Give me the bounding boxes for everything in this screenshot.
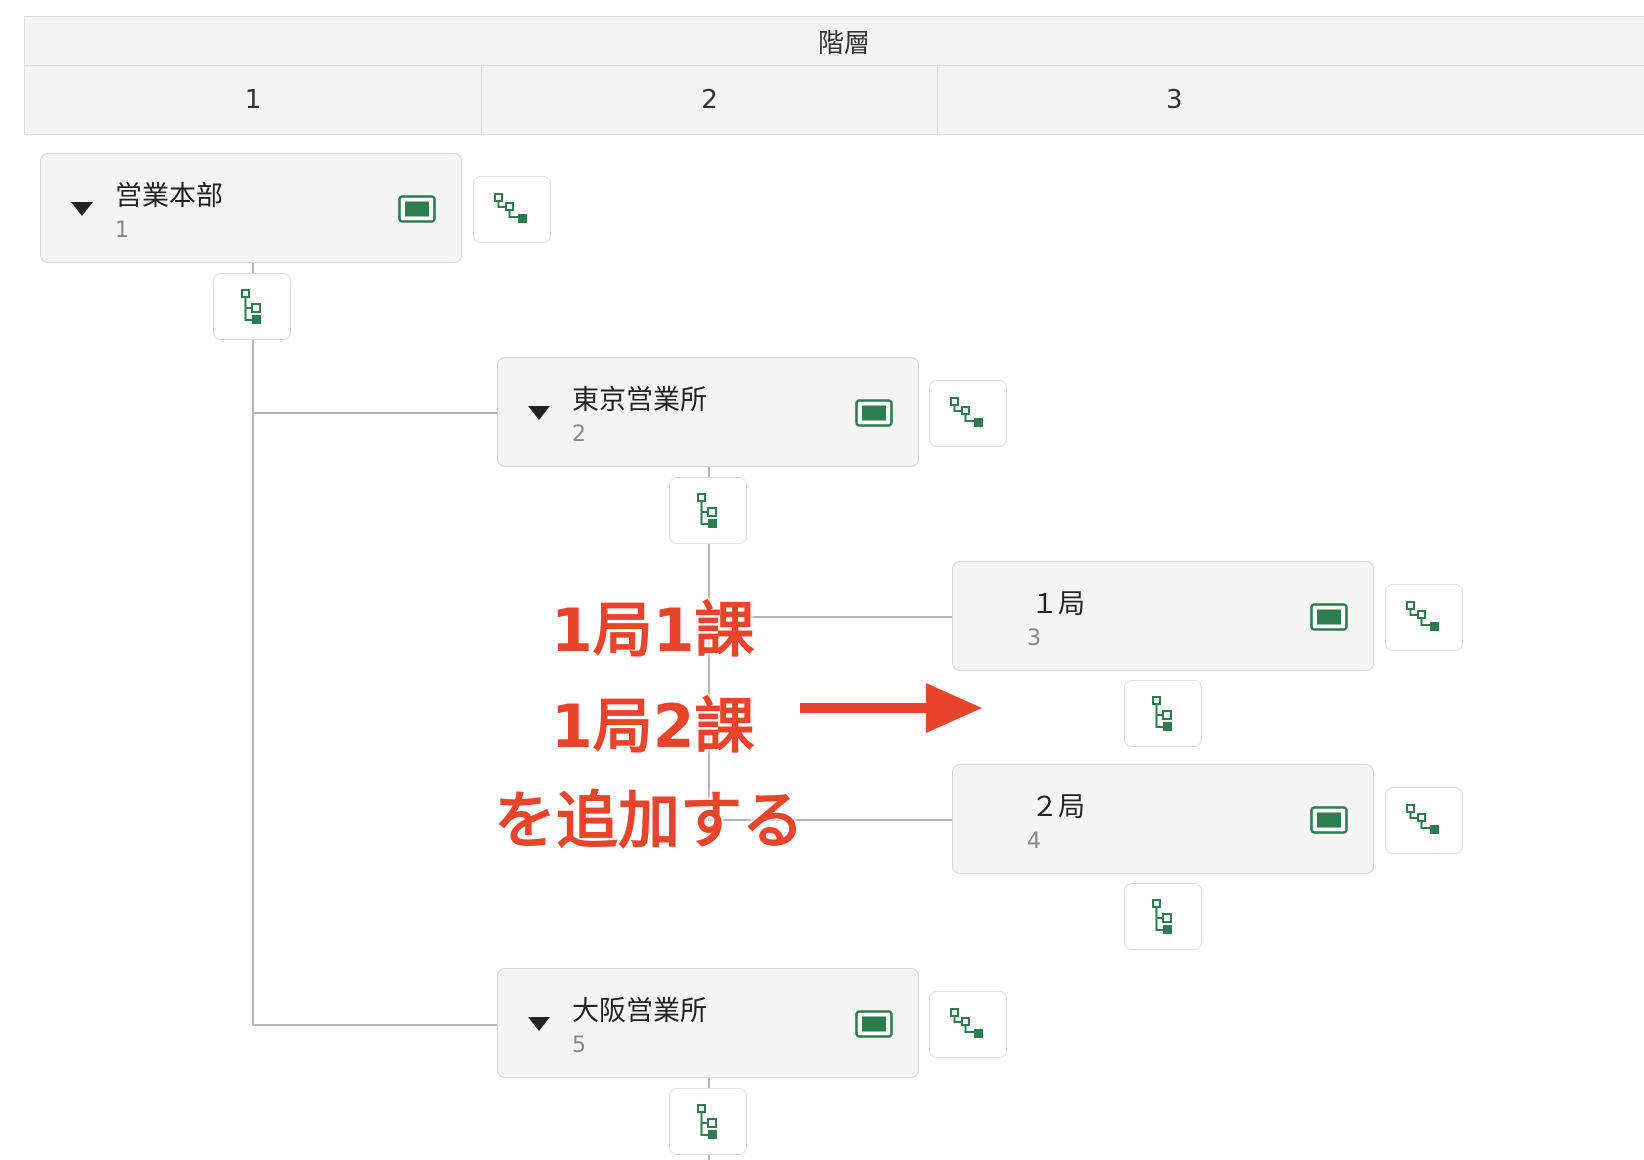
node-name: 営業本部 — [115, 181, 223, 212]
tree-connector — [708, 819, 952, 821]
tree-connector — [252, 412, 497, 414]
tree-connector — [252, 1024, 497, 1026]
add-sibling-icon — [950, 396, 983, 427]
level-column-3: 3 — [937, 65, 1644, 135]
node-code: 4 — [1027, 829, 1041, 854]
add-child-button[interactable] — [669, 1088, 747, 1155]
level-label: 2 — [701, 85, 718, 115]
node-code: 3 — [1027, 626, 1041, 651]
add-child-icon — [697, 1103, 717, 1139]
add-sibling-button[interactable] — [1385, 584, 1463, 651]
org-node-card[interactable]: 東京営業所 2 — [497, 357, 919, 467]
node-name: １局 — [1031, 589, 1085, 620]
node-code: 5 — [572, 1033, 586, 1058]
add-child-button[interactable] — [213, 273, 291, 340]
level-column-1: 1 — [24, 65, 482, 135]
tree-connector — [708, 616, 952, 618]
add-sibling-button[interactable] — [1385, 787, 1463, 854]
add-child-button[interactable] — [1124, 883, 1202, 950]
add-child-icon — [1152, 695, 1172, 731]
node-name: ２局 — [1031, 792, 1085, 823]
annotation-line-3: を追加する — [494, 784, 805, 857]
add-sibling-button[interactable] — [929, 991, 1007, 1058]
add-child-icon — [1152, 898, 1172, 934]
collapse-triangle-icon[interactable] — [528, 1017, 550, 1031]
org-node-card[interactable]: ２局 4 — [952, 764, 1374, 874]
add-sibling-icon — [494, 192, 527, 223]
level-label: 1 — [244, 85, 262, 115]
collapse-triangle-icon[interactable] — [71, 202, 93, 216]
detail-view-icon[interactable] — [855, 1010, 893, 1038]
node-code: 2 — [572, 422, 586, 447]
detail-view-icon[interactable] — [1310, 806, 1348, 834]
detail-view-icon[interactable] — [855, 399, 893, 427]
detail-view-icon[interactable] — [398, 195, 436, 223]
add-child-icon — [241, 288, 261, 324]
add-child-button[interactable] — [1124, 680, 1202, 747]
org-node-card[interactable]: 大阪営業所 5 — [497, 968, 919, 1078]
collapse-triangle-icon[interactable] — [528, 406, 550, 420]
detail-view-icon[interactable] — [1310, 603, 1348, 631]
org-node-card[interactable]: 営業本部 1 — [40, 153, 462, 263]
add-sibling-button[interactable] — [929, 380, 1007, 447]
org-node-card[interactable]: １局 3 — [952, 561, 1374, 671]
node-code: 1 — [115, 218, 129, 243]
add-sibling-icon — [1406, 803, 1439, 834]
add-child-icon — [697, 492, 717, 528]
level-column-2: 2 — [481, 65, 938, 135]
node-name: 東京営業所 — [572, 385, 707, 416]
annotation-arrow-icon — [800, 683, 982, 733]
add-child-button[interactable] — [669, 477, 747, 544]
level-label: 3 — [1166, 85, 1183, 115]
node-name: 大阪営業所 — [572, 996, 707, 1027]
tree-connector — [252, 262, 254, 1026]
hierarchy-header: 階層 — [24, 16, 1644, 66]
annotation-line-1: 1局1課 — [551, 596, 755, 666]
add-sibling-icon — [950, 1007, 983, 1038]
annotation-line-2: 1局2課 — [551, 692, 755, 762]
hierarchy-header-label: 階層 — [817, 28, 870, 59]
add-sibling-icon — [1406, 600, 1439, 631]
tree-connector — [708, 466, 710, 821]
add-sibling-button[interactable] — [473, 176, 551, 243]
